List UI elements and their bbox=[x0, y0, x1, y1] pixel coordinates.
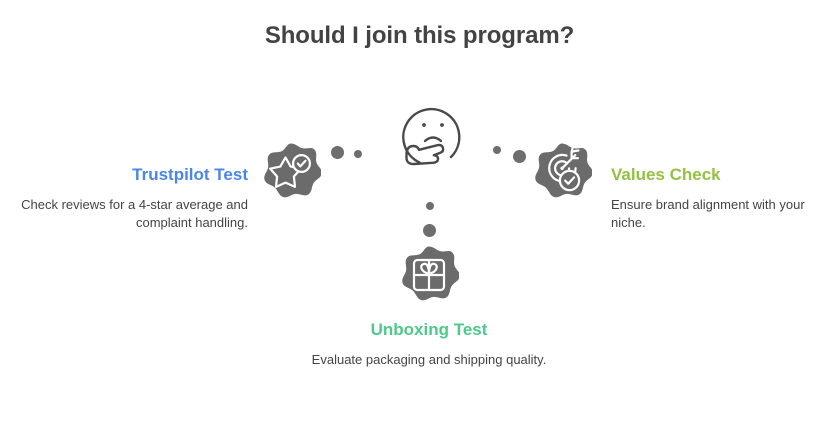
connector-dot-left-1 bbox=[331, 146, 344, 159]
page-title: Should I join this program? bbox=[264, 22, 575, 49]
connector-dot-right-1 bbox=[493, 146, 501, 154]
node-text-trustpilot: Trustpilot Test Check reviews for a 4-st… bbox=[10, 164, 248, 232]
thinking-face-icon bbox=[389, 96, 473, 176]
target-arrow-check-badge-icon bbox=[532, 142, 592, 202]
node-description-values: Ensure brand alignment with your niche. bbox=[611, 197, 805, 230]
node-description-unboxing: Evaluate packaging and shipping quality. bbox=[311, 352, 547, 367]
node-text-unboxing: Unboxing Test Evaluate packaging and shi… bbox=[306, 319, 552, 369]
connector-dot-bottom-1 bbox=[426, 202, 434, 210]
connector-dot-bottom-2 bbox=[423, 224, 436, 237]
node-heading-unboxing: Unboxing Test bbox=[370, 320, 488, 339]
star-check-badge-icon bbox=[261, 142, 321, 202]
gift-box-badge-icon bbox=[399, 245, 459, 305]
node-description-trustpilot: Check reviews for a 4-star average and c… bbox=[21, 197, 248, 230]
connector-dot-right-2 bbox=[513, 150, 526, 163]
node-text-values: Values Check Ensure brand alignment with… bbox=[611, 164, 829, 232]
connector-dot-left-2 bbox=[354, 150, 362, 158]
node-heading-values: Values Check bbox=[611, 165, 721, 184]
node-heading-trustpilot: Trustpilot Test bbox=[132, 165, 248, 184]
